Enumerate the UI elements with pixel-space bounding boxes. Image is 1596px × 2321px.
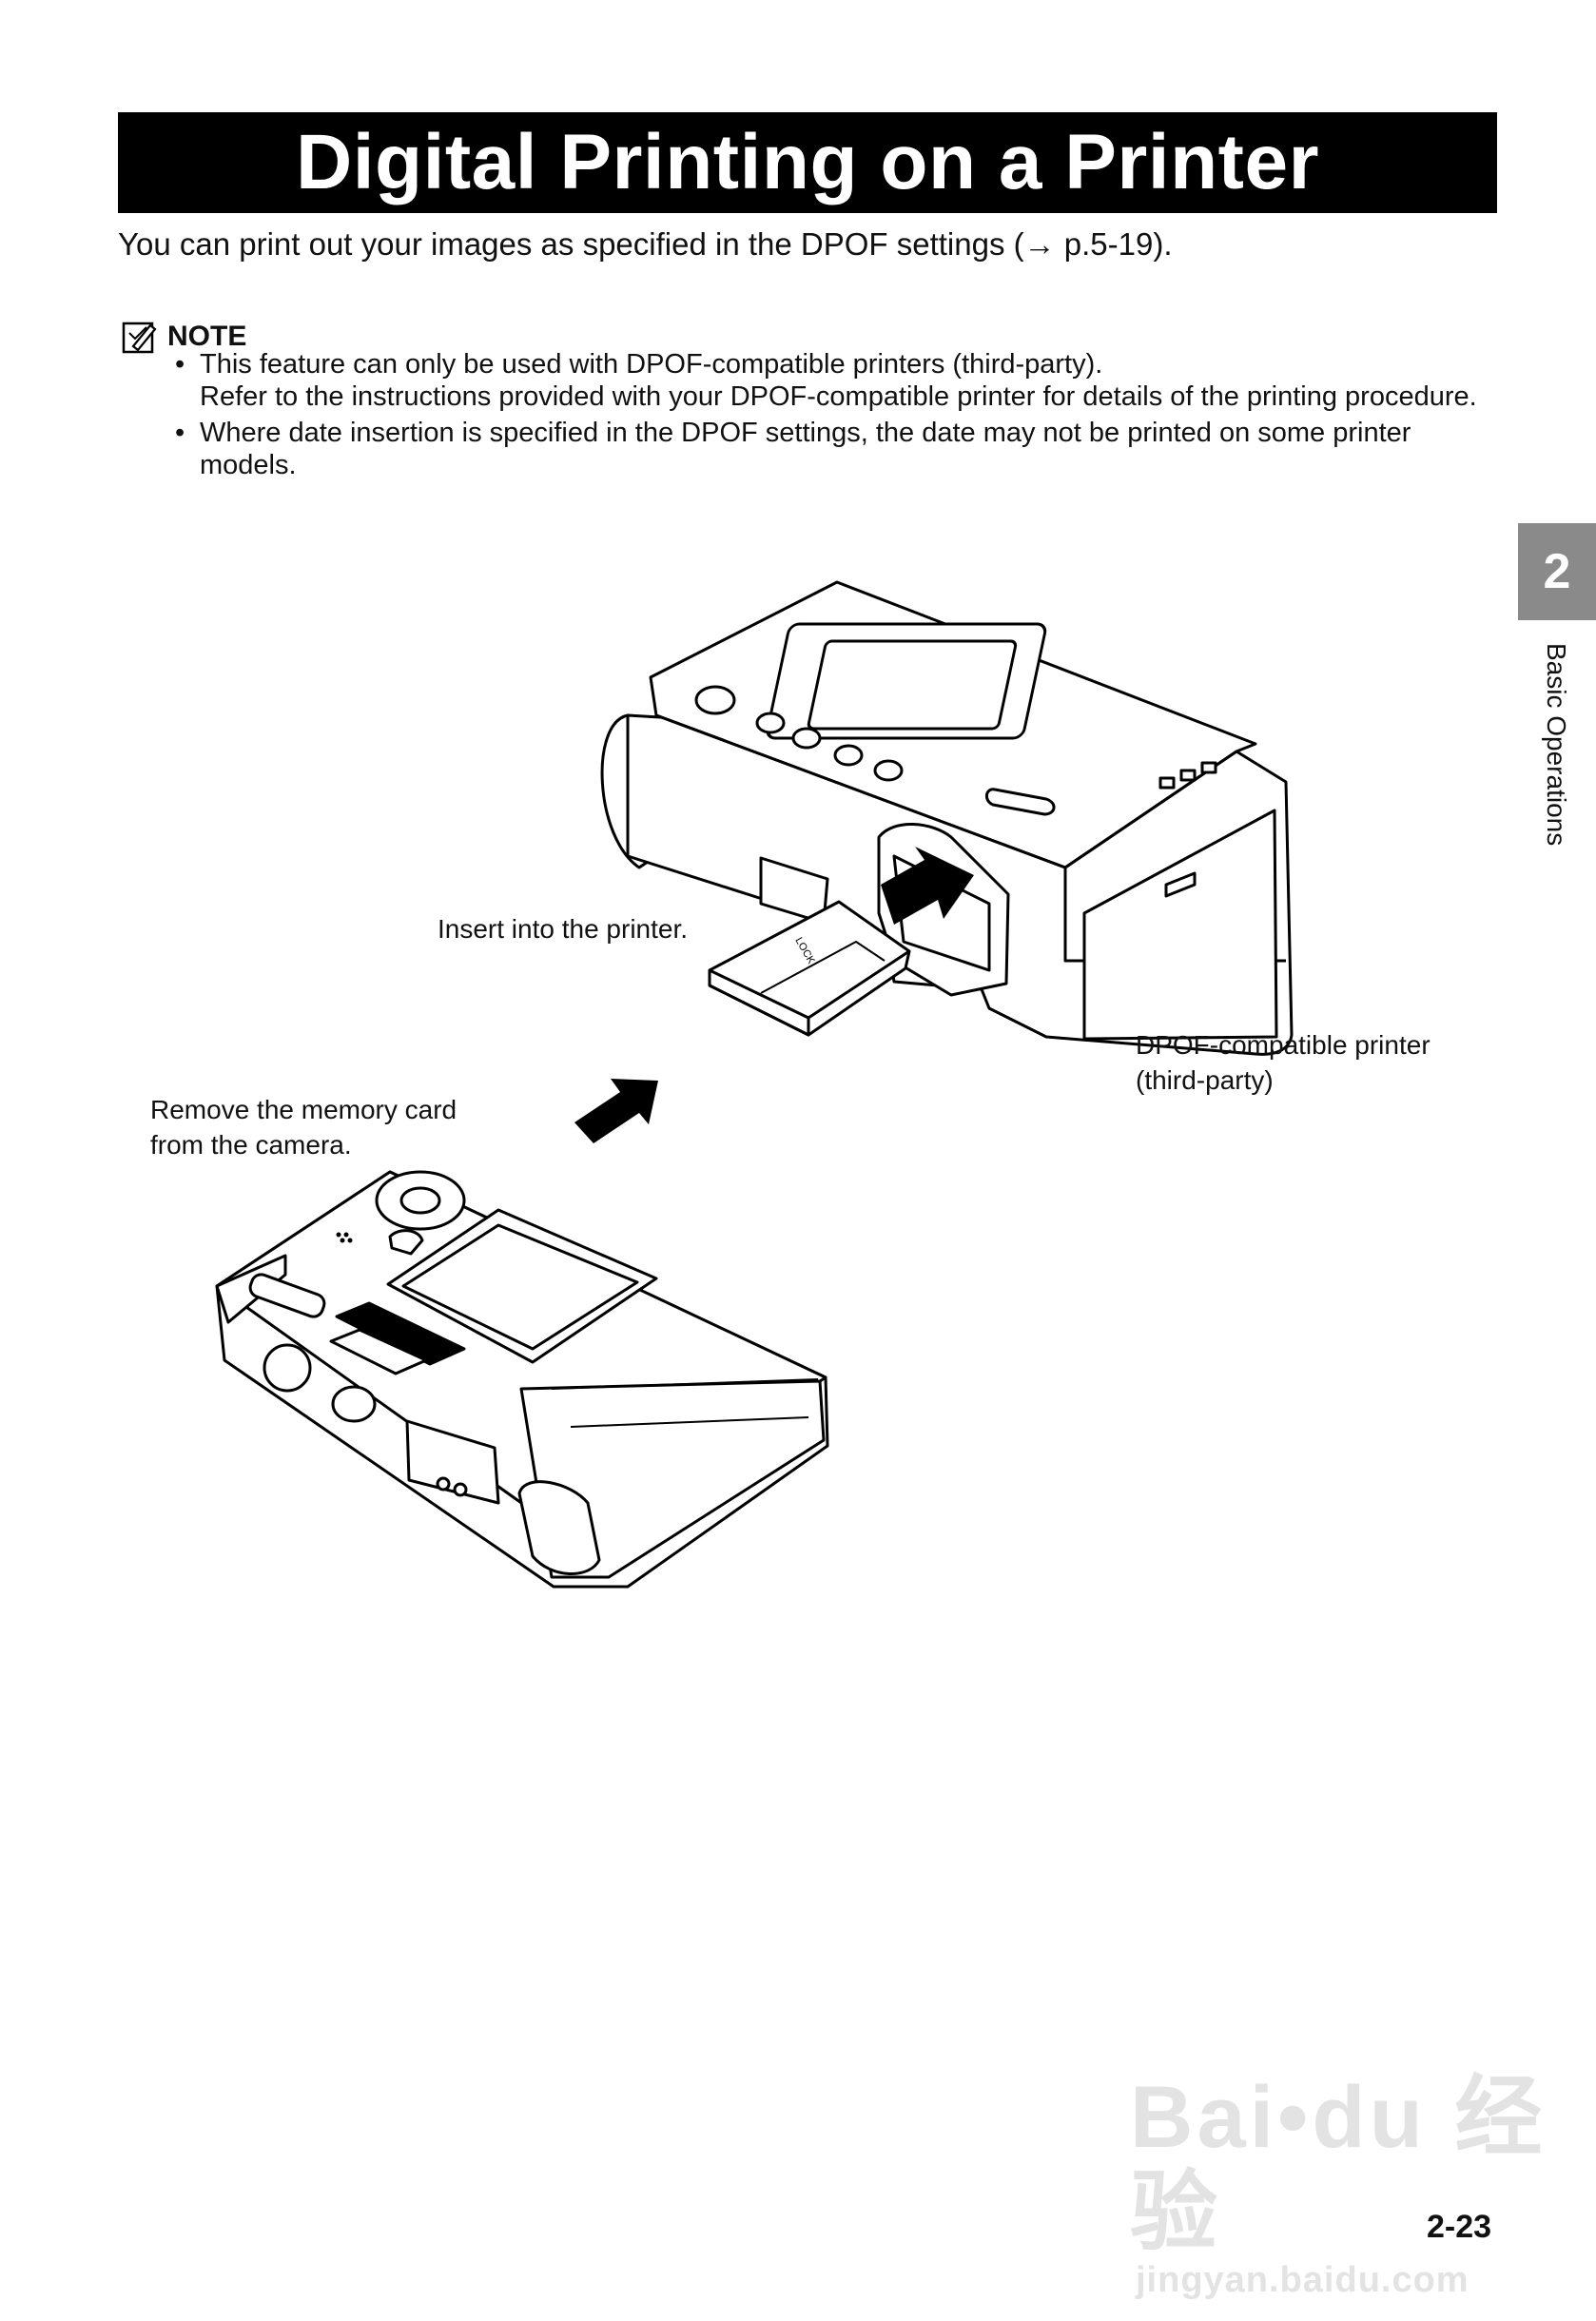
upward-arrow-icon: [574, 1079, 658, 1143]
note-list: • This feature can only be used with DPO…: [175, 348, 1478, 485]
printer-caption: DPOF-compatible printer (third-party): [1136, 1027, 1431, 1098]
camera-lens: [517, 1480, 601, 1575]
page-number: 2-23: [1427, 2209, 1492, 2245]
remove-caption-line: from the camera.: [150, 1130, 352, 1160]
page-title: Digital Printing on a Printer: [295, 119, 1319, 205]
printer-port: [1164, 871, 1197, 898]
printer-led: [1200, 761, 1217, 774]
camera-button-round: [331, 1385, 377, 1423]
printer-button: [755, 712, 786, 734]
baidu-watermark: Bai•du 经验 jingyan.baidu.com: [1130, 2070, 1596, 2301]
camera-indicator: [453, 1482, 468, 1497]
camera-indicator: [436, 1476, 451, 1492]
note-item: • Where date insertion is specified in t…: [175, 417, 1478, 481]
note-line: This feature can only be used with DPOF-…: [200, 349, 1103, 380]
chapter-label: Basic Operations: [1542, 643, 1571, 847]
printer-power-button: [694, 685, 736, 715]
camera-dial-center: [399, 1186, 441, 1215]
note-pencil-icon: [122, 320, 158, 354]
watermark-main: Bai•du 经验: [1130, 2069, 1547, 2261]
printer-led: [1179, 769, 1197, 782]
watermark-sub: jingyan.baidu.com: [1136, 2260, 1469, 2300]
printer-caption-line: DPOF-compatible printer: [1136, 1030, 1431, 1060]
remove-caption: Remove the memory card from the camera.: [150, 1092, 457, 1162]
camera-small-button: [388, 1229, 424, 1256]
printer-screen: [807, 639, 1018, 731]
printer-button: [791, 727, 822, 750]
printer-slot-label: [985, 788, 1056, 816]
camera-speaker-icon: [336, 1232, 353, 1243]
chapter-tab[interactable]: 2: [1518, 523, 1596, 620]
memory-card: LOCK: [708, 900, 911, 1037]
camera-drawing: [215, 1170, 829, 1589]
note-line: Where date insertion is specified in the…: [200, 418, 1411, 480]
insert-arrow-icon: [881, 847, 974, 925]
printer-caption-line: (third-party): [1136, 1065, 1274, 1095]
note-line: Refer to the instructions provided with …: [200, 381, 1477, 412]
note-label: NOTE: [167, 321, 247, 352]
bullet: •: [175, 418, 185, 448]
printer-button: [833, 744, 864, 767]
printer-drawing: [600, 580, 1294, 1056]
camera-display-panel: [405, 1419, 500, 1505]
remove-caption-line: Remove the memory card: [150, 1095, 457, 1124]
camera-control-strip-2: [329, 1328, 428, 1375]
bullet: •: [175, 349, 185, 380]
camera-lcd-screen: [401, 1223, 639, 1351]
intro-paragraph: You can print out your images as specifi…: [118, 226, 1173, 262]
camera-shutter-key: [248, 1273, 326, 1318]
title-banner: Digital Printing on a Printer: [118, 112, 1497, 213]
note-header: NOTE: [122, 318, 246, 356]
printer-button: [873, 759, 904, 782]
printer-led: [1158, 776, 1176, 790]
insert-caption: Insert into the printer.: [438, 914, 689, 944]
note-item: • This feature can only be used with DPO…: [175, 348, 1478, 413]
camera-mode-dial: [263, 1343, 312, 1393]
printer-right-panel: [1082, 809, 1278, 1041]
